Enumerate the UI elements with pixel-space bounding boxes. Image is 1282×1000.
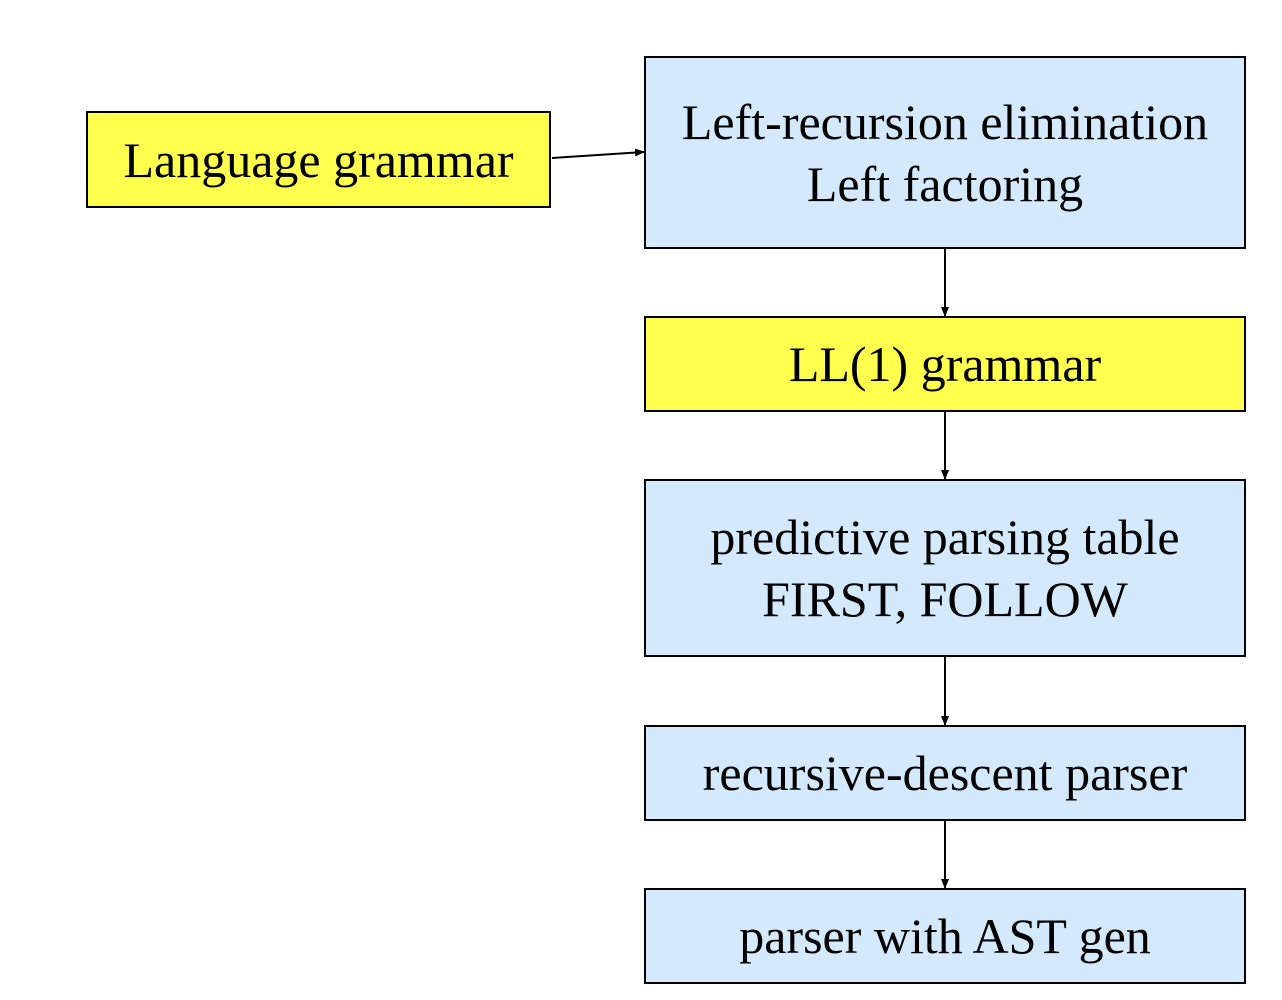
predictive-table-label: predictive parsing table bbox=[710, 509, 1180, 565]
left-factoring-label: Left factoring bbox=[806, 155, 1084, 212]
ll1-grammar-box: LL(1) grammar bbox=[644, 316, 1246, 412]
language-grammar-label: Language grammar bbox=[123, 131, 514, 188]
parser-ast-label: parser with AST gen bbox=[739, 908, 1151, 964]
left-recursion-box: Left-recursion elimination Left factorin… bbox=[644, 56, 1246, 249]
recursive-descent-label: recursive-descent parser bbox=[702, 745, 1188, 801]
arrow-language-to-left-recursion bbox=[551, 148, 645, 159]
recursive-descent-box: recursive-descent parser bbox=[644, 725, 1246, 821]
parser-ast-box: parser with AST gen bbox=[644, 888, 1246, 984]
ll1-grammar-label: LL(1) grammar bbox=[788, 336, 1102, 392]
first-follow-label: FIRST, FOLLOW bbox=[762, 571, 1128, 627]
left-recursion-label: Left-recursion elimination bbox=[681, 93, 1209, 150]
language-grammar-box: Language grammar bbox=[86, 111, 551, 208]
predictive-table-box: predictive parsing table FIRST, FOLLOW bbox=[644, 479, 1246, 657]
